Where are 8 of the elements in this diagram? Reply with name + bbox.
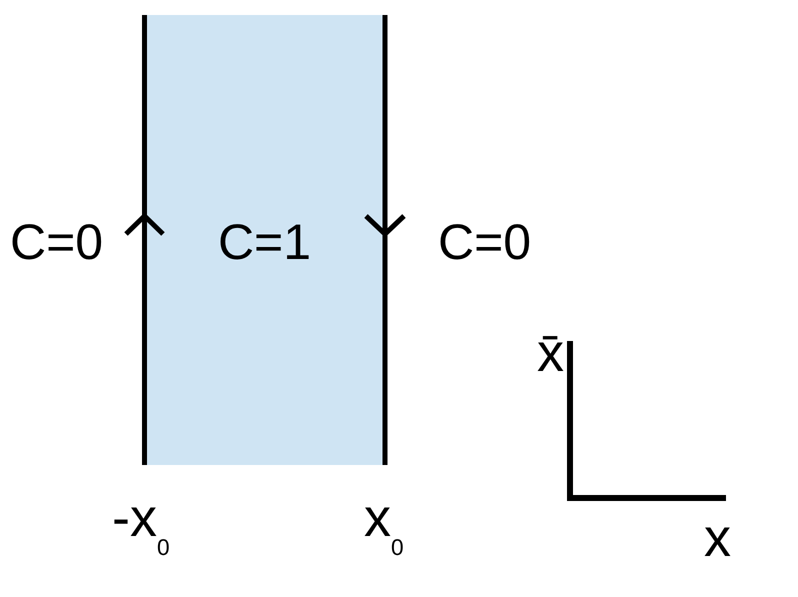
shaded-band — [144, 15, 385, 465]
region-label: C=0 — [10, 217, 104, 267]
axis-label: x — [704, 511, 731, 565]
position-label: x$_{0}$ — [364, 491, 404, 560]
position-label: -x$_{0}$ — [112, 491, 170, 560]
region-label: C=0 — [438, 217, 532, 267]
region-label: C=1 — [218, 217, 312, 267]
axis-label: x̄ — [537, 326, 564, 380]
